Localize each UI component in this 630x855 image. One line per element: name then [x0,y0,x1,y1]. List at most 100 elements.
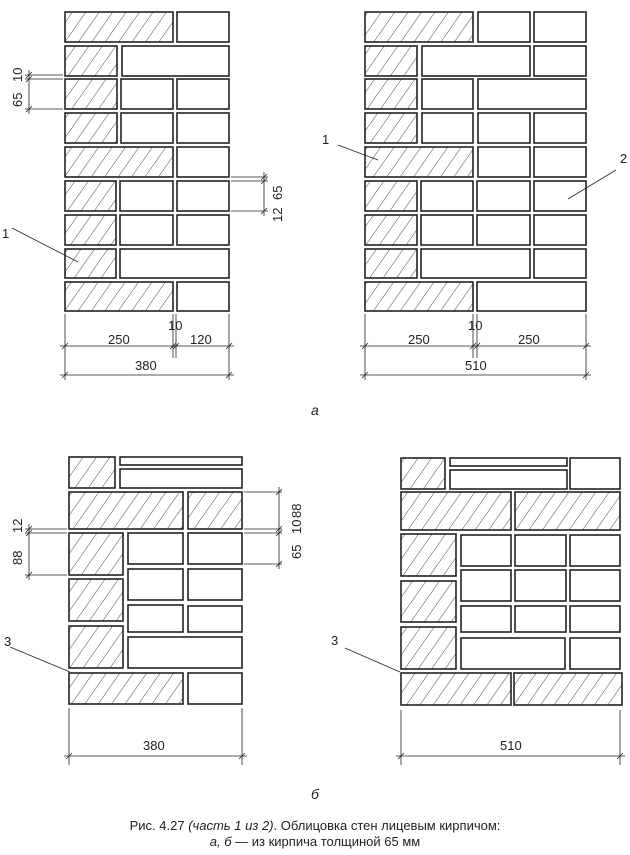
header-brick [64,78,118,110]
facing-brick [176,180,230,212]
dimension-tick [582,342,590,350]
header-brick [64,45,118,77]
header-brick [364,112,418,144]
header-brick [64,214,117,246]
header-brick [64,146,174,178]
header-brick [400,626,457,670]
facing-brick [420,214,474,246]
facing-brick [127,532,184,565]
dim-label: 10 [468,318,482,333]
panel-a-label: а [311,402,319,418]
facing-brick [460,637,566,670]
facing-brick [120,78,174,110]
header-brick [64,180,117,212]
dim-label: 380 [143,738,165,753]
dim-label: 88 [10,551,25,565]
facing-brick [119,468,243,489]
facing-brick [119,180,174,212]
dimension-tick [25,525,33,533]
dim-label: 65 [289,545,304,559]
dimension-tick [397,752,405,760]
facing-brick [533,248,587,279]
header-brick [68,491,184,530]
dim-label: 10 [168,318,182,333]
dimension-tick [275,525,283,533]
facing-brick [533,146,587,178]
dim-label: 250 [408,332,430,347]
header-brick [68,672,184,705]
facing-brick [477,146,531,178]
facing-brick [420,248,531,279]
header-brick [513,672,623,706]
facing-brick [460,534,512,567]
facing-brick [477,112,531,144]
facing-brick [533,11,587,43]
header-brick [364,146,474,178]
dimension-tick [260,173,268,181]
facing-brick [127,568,184,601]
dimension-tick [275,488,283,496]
dim-label: 250 [518,332,540,347]
header-brick [400,672,512,706]
dimension-tick [25,105,33,113]
leader-line [337,144,379,161]
facing-brick [187,672,243,705]
dimension-tick [275,560,283,568]
facing-brick [119,214,174,246]
facing-brick [460,569,512,602]
facing-brick [476,281,587,312]
facing-brick [533,180,587,212]
dimension-tick [238,752,246,760]
facing-brick [120,112,174,144]
callout-1: 1 [2,226,9,241]
leader-line [567,169,617,200]
dimension-tick [275,529,283,537]
dim-label: 10 [289,520,304,534]
dimension-tick [616,752,624,760]
facing-brick [176,214,230,246]
facing-brick [420,180,474,212]
facing-brick [449,457,568,467]
facing-brick [533,45,587,77]
facing-brick [421,45,531,77]
header-brick [364,78,418,110]
dimension-tick [260,207,268,215]
facing-brick [421,78,474,110]
dim-label: 88 [289,504,304,518]
dim-label: 12 [10,519,25,533]
leader-line [344,647,401,673]
dim-label: 510 [500,738,522,753]
facing-brick [127,604,184,633]
figure-caption-line2: а, б — из кирпича толщиной 65 мм [0,834,630,850]
dim-label: 65 [270,186,285,200]
facing-brick [187,605,243,633]
header-brick [68,625,124,669]
header-brick [400,491,512,531]
leader-line [11,227,79,263]
callout-2: 2 [620,151,627,166]
header-brick [400,580,457,623]
dimension-tick [25,529,33,537]
header-brick [68,578,124,622]
header-brick [64,112,118,144]
dim-label: 510 [465,358,487,373]
facing-brick [176,11,230,43]
dimension-tick [25,75,33,83]
dim-label: 120 [190,332,212,347]
dimension-tick [25,571,33,579]
facing-brick [176,78,230,110]
caption-title: . Облицовка стен лицевым кирпичом: [273,818,501,833]
facing-brick [533,112,587,144]
header-brick [364,248,418,279]
facing-brick [569,534,621,567]
facing-brick [187,532,243,565]
dimension-tick [61,342,69,350]
facing-brick [569,637,621,670]
facing-brick [514,605,567,633]
facing-brick [176,281,230,312]
header-brick [64,281,174,312]
facing-brick [569,569,621,602]
facing-brick [127,636,243,669]
dimension-tick [225,371,233,379]
header-brick [187,491,243,530]
